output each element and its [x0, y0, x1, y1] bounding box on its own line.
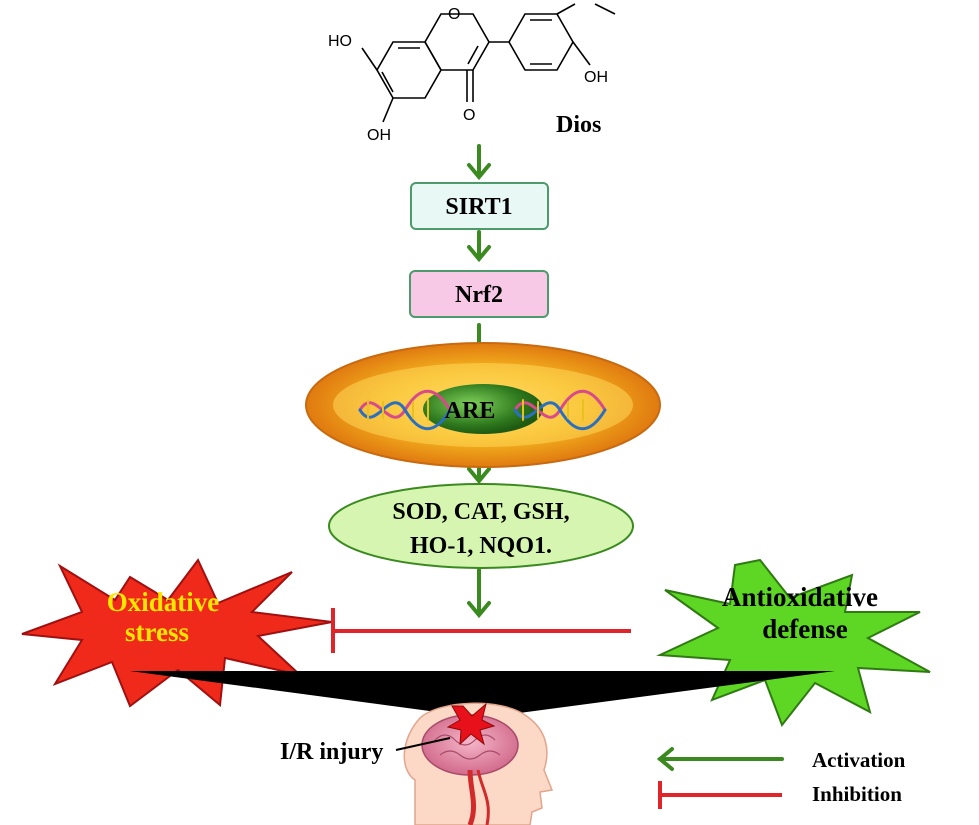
sirt1-label: SIRT1	[445, 194, 512, 220]
legend-inhibition-label: Inhibition	[812, 782, 902, 806]
balance-bar	[130, 671, 835, 718]
nucleus	[423, 384, 543, 434]
ring-oxygen-label: O	[448, 6, 460, 23]
injury-pointer-line	[395, 737, 451, 751]
diosmetin-structure: HO OH O O OH	[328, 3, 616, 144]
oh-right-label: OH	[584, 69, 608, 86]
inhibition-bar-icon	[658, 781, 782, 809]
legend-activation-label: Activation	[812, 748, 906, 772]
enzymes-line-1: SOD, CAT, GSH,	[392, 499, 569, 525]
dna-helix-icon	[358, 389, 607, 431]
oxidative-stress-line-2: stress	[125, 617, 189, 647]
head-brain-icon	[403, 702, 554, 825]
inhibition-line	[331, 608, 631, 653]
antioxidative-defense-line-2: defense	[762, 614, 847, 644]
oxidative-stress-line-1: Oxidative	[107, 587, 220, 617]
activation-arrow-icon	[656, 747, 784, 771]
sirt1-box	[410, 182, 549, 230]
ho-left-label: HO	[328, 33, 352, 50]
carbonyl-oxygen-label: O	[463, 107, 475, 124]
oxidative-stress-starburst	[21, 558, 333, 708]
molecule-name: Dios	[556, 112, 601, 138]
nrf2-box	[409, 270, 549, 318]
legend: Activation Inhibition	[656, 747, 906, 809]
are-label: ARE	[445, 398, 496, 424]
nrf2-label: Nrf2	[455, 282, 503, 308]
oh-bottom-label: OH	[367, 127, 391, 144]
antioxidative-defense-line-1: Antioxidative	[722, 582, 878, 612]
injury-label: I/R injury	[280, 739, 383, 765]
enzymes-line-2: HO-1, NQO1.	[410, 533, 552, 559]
enzymes-ellipse	[328, 483, 634, 569]
